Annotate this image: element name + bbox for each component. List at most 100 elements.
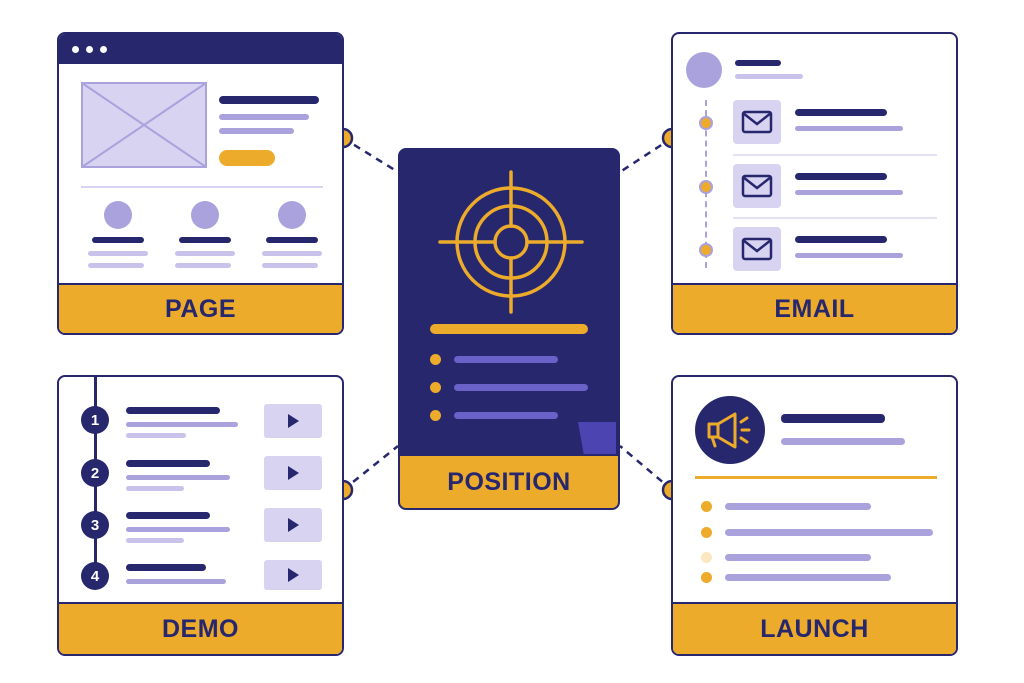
envelope-icon xyxy=(741,110,773,134)
play-icon xyxy=(288,414,299,428)
avatar xyxy=(278,201,306,229)
text-line xyxy=(781,438,905,445)
cta-button[interactable] xyxy=(219,150,275,166)
step-number-text: 2 xyxy=(90,464,100,482)
text-line xyxy=(175,263,231,268)
avatar xyxy=(191,201,219,229)
name-line xyxy=(92,237,144,243)
text-line xyxy=(725,574,891,581)
text-line xyxy=(454,412,558,419)
text-line xyxy=(795,190,903,195)
text-line xyxy=(454,356,558,363)
bullet-dot xyxy=(701,501,712,512)
video-thumbnail[interactable] xyxy=(264,560,322,590)
avatar xyxy=(104,201,132,229)
step-title xyxy=(126,564,206,571)
sender-line xyxy=(735,60,781,66)
text-line xyxy=(88,251,148,256)
text-line xyxy=(735,74,803,79)
text-line xyxy=(88,263,144,268)
step-title xyxy=(126,407,220,414)
subject-line xyxy=(795,236,887,243)
timeline-node xyxy=(699,243,713,257)
text-line xyxy=(262,263,318,268)
text-line xyxy=(126,475,230,480)
window-dot xyxy=(86,46,93,53)
text-line xyxy=(219,114,309,120)
text-line xyxy=(126,486,184,491)
text-line xyxy=(795,126,903,131)
step-number: 4 xyxy=(81,562,109,590)
bullet-dot xyxy=(701,527,712,538)
play-icon xyxy=(288,466,299,480)
megaphone-badge xyxy=(695,396,765,464)
browser-title-bar xyxy=(59,34,342,64)
target-icon xyxy=(438,170,584,314)
timeline-node xyxy=(699,180,713,194)
video-thumbnail[interactable] xyxy=(264,404,322,438)
text-line xyxy=(126,579,226,584)
envelope-icon xyxy=(741,174,773,198)
video-thumbnail[interactable] xyxy=(264,456,322,490)
text-line xyxy=(126,422,238,427)
name-line xyxy=(266,237,318,243)
text-line xyxy=(725,503,871,510)
timeline-node xyxy=(699,116,713,130)
launch-label: LAUNCH xyxy=(673,602,956,654)
bullet-dot xyxy=(430,410,441,421)
email-card[interactable]: EMAIL xyxy=(671,32,958,335)
headline-line xyxy=(781,414,885,423)
play-icon xyxy=(288,518,299,532)
text-line xyxy=(219,128,294,134)
divider xyxy=(81,186,323,188)
page-label: PAGE xyxy=(59,283,342,333)
text-line xyxy=(725,554,871,561)
step-number-text: 4 xyxy=(90,567,100,585)
step-title xyxy=(126,512,210,519)
text-line xyxy=(126,433,186,438)
envelope-icon-box[interactable] xyxy=(733,227,781,271)
demo-label: DEMO xyxy=(59,602,342,654)
page-fold-corner xyxy=(578,422,616,456)
demo-card[interactable]: 1 2 3 4 DEMO xyxy=(57,375,344,656)
position-label: POSITION xyxy=(400,454,618,508)
divider xyxy=(695,476,937,479)
step-number: 2 xyxy=(81,459,109,487)
bullet-dot xyxy=(430,382,441,393)
megaphone-icon xyxy=(707,412,751,449)
text-line xyxy=(175,251,235,256)
envelope-icon-box[interactable] xyxy=(733,100,781,144)
video-thumbnail[interactable] xyxy=(264,508,322,542)
name-line xyxy=(179,237,231,243)
launch-card[interactable]: LAUNCH xyxy=(671,375,958,656)
window-dot xyxy=(72,46,79,53)
headline-line xyxy=(430,324,588,334)
envelope-icon-box[interactable] xyxy=(733,164,781,208)
step-number: 3 xyxy=(81,511,109,539)
text-line xyxy=(454,384,588,391)
subject-line xyxy=(795,173,887,180)
bullet-dot xyxy=(701,552,712,563)
image-placeholder-icon xyxy=(81,82,207,168)
email-label: EMAIL xyxy=(673,283,956,333)
step-number-text: 3 xyxy=(90,516,100,534)
page-card[interactable]: PAGE xyxy=(57,32,344,335)
headline-line xyxy=(219,96,319,104)
text-line xyxy=(126,527,230,532)
bullet-dot xyxy=(701,572,712,583)
envelope-icon xyxy=(741,237,773,261)
step-number-text: 1 xyxy=(90,411,100,429)
step-number: 1 xyxy=(81,406,109,434)
play-icon xyxy=(288,568,299,582)
subject-line xyxy=(795,109,887,116)
text-line xyxy=(126,538,184,543)
text-line xyxy=(795,253,903,258)
text-line xyxy=(725,529,933,536)
avatar xyxy=(686,52,722,88)
text-line xyxy=(262,251,322,256)
bullet-dot xyxy=(430,354,441,365)
position-card[interactable]: POSITION xyxy=(398,148,620,510)
divider xyxy=(733,154,937,156)
step-title xyxy=(126,460,210,467)
window-dot xyxy=(100,46,107,53)
